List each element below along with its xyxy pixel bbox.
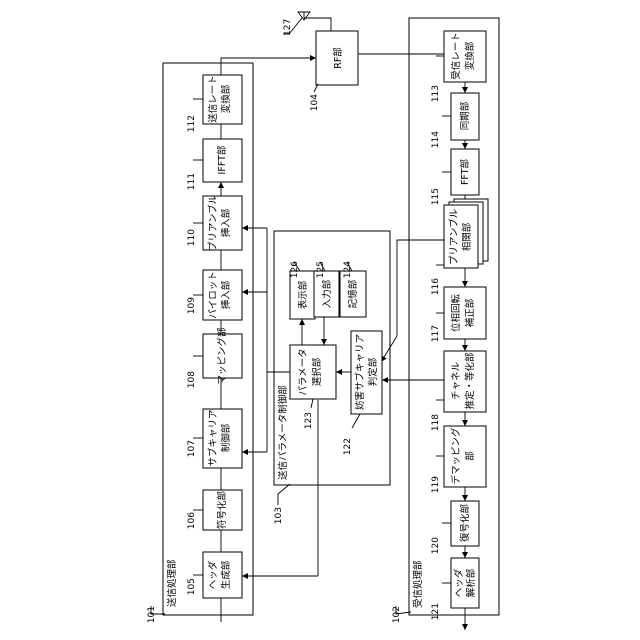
decoder-block: 復号化部 bbox=[451, 501, 479, 546]
header-analysis-label-1: ヘッダ bbox=[453, 568, 465, 597]
num-105: 105 bbox=[187, 578, 197, 595]
pilot-insertion-label-2: 挿入部 bbox=[220, 281, 232, 310]
rf-block: RF部 bbox=[316, 31, 358, 85]
interference-judge-label-1: 妨害サブキャリア bbox=[354, 334, 366, 410]
pilot-insertion-label-1: パイロット bbox=[208, 271, 219, 319]
tx-rate-converter-label-1: 送信レート bbox=[207, 75, 219, 123]
preamble-correlation-label-2: 相関部 bbox=[461, 223, 473, 252]
phase-rotation-label-1: 位相回転 bbox=[450, 294, 462, 333]
ifft-label: IFFT部 bbox=[216, 146, 228, 175]
demapping-block: デマッピング 部 bbox=[444, 426, 486, 487]
fft-label: FFT部 bbox=[459, 159, 471, 185]
num-104: 104 bbox=[310, 94, 320, 111]
storage-label: 記憶部 bbox=[347, 280, 359, 309]
num-115: 115 bbox=[431, 188, 441, 205]
mapping-label: マッピング部 bbox=[216, 327, 228, 384]
num-119: 119 bbox=[431, 476, 441, 493]
header-generator-label-1: ヘッダ bbox=[207, 560, 219, 589]
subcarrier-control-label-1: サブキャリア bbox=[207, 409, 219, 466]
ctrl-title: 送信パラメータ制御部 bbox=[277, 385, 289, 480]
fft-block: FFT部 bbox=[451, 149, 479, 195]
num-122: 122 bbox=[343, 438, 353, 455]
preamble-correlation-label-1: プリアンブル bbox=[448, 208, 460, 265]
demapping-label-2: 部 bbox=[464, 451, 476, 461]
reference-numerals: 101 102 103 104 127 105 106 107 108 109 … bbox=[147, 19, 451, 623]
interference-judge-label-2: 判定部 bbox=[367, 358, 379, 387]
num-107: 107 bbox=[187, 440, 197, 457]
sync-label: 同期部 bbox=[459, 102, 471, 131]
num-121: 121 bbox=[431, 603, 441, 620]
tx-rate-converter-block: 送信レート 変換部 bbox=[203, 75, 242, 124]
preamble-correlation-block: プリアンブル 相関部 bbox=[444, 199, 488, 268]
decoder-label: 復号化部 bbox=[459, 504, 471, 542]
ifft-block: IFFT部 bbox=[203, 139, 242, 182]
channel-estimation-block: チャネル 推定・等化部 bbox=[444, 351, 486, 412]
subcarrier-control-label-2: 制御部 bbox=[220, 424, 232, 453]
num-123: 123 bbox=[304, 412, 314, 429]
num-101: 101 bbox=[147, 606, 157, 623]
demapping-label-1: デマッピング bbox=[450, 427, 462, 485]
phase-rotation-block: 位相回転 補正部 bbox=[444, 287, 486, 339]
input-label: 入力部 bbox=[321, 280, 333, 309]
parameter-selector-block: パラメータ 選択部 bbox=[290, 345, 336, 399]
display-label: 表示部 bbox=[297, 281, 309, 310]
encoder-block: 符号化部 bbox=[203, 490, 242, 530]
header-analysis-block: ヘッダ 解析部 bbox=[451, 558, 479, 608]
header-generator-label-2: 生成部 bbox=[220, 561, 232, 590]
num-112: 112 bbox=[187, 115, 197, 132]
num-108: 108 bbox=[187, 371, 197, 388]
preamble-insertion-block: プリアンブル 挿入部 bbox=[203, 194, 242, 251]
preamble-insertion-label-1: プリアンブル bbox=[207, 194, 219, 251]
num-125: 125 bbox=[316, 261, 326, 278]
mapping-block: マッピング部 bbox=[203, 327, 242, 384]
num-120: 120 bbox=[431, 537, 441, 554]
num-111: 111 bbox=[187, 173, 197, 190]
num-127: 127 bbox=[283, 19, 293, 36]
num-114: 114 bbox=[431, 131, 441, 148]
num-106: 106 bbox=[187, 512, 197, 529]
num-103: 103 bbox=[274, 507, 284, 524]
num-126: 126 bbox=[290, 261, 300, 278]
tx-rate-converter-label-2: 変換部 bbox=[220, 85, 232, 114]
header-generator-block: ヘッダ 生成部 bbox=[203, 552, 242, 598]
num-110: 110 bbox=[187, 229, 197, 246]
subcarrier-control-block: サブキャリア 制御部 bbox=[203, 409, 242, 468]
preamble-insertion-label-2: 挿入部 bbox=[220, 209, 232, 238]
num-118: 118 bbox=[431, 414, 441, 431]
parameter-selector-label-1: パラメータ bbox=[298, 348, 309, 395]
encoder-label: 符号化部 bbox=[216, 491, 228, 529]
tx-title: 送信処理部 bbox=[166, 559, 178, 607]
channel-estimation-label-2: 推定・等化部 bbox=[464, 352, 476, 409]
num-116: 116 bbox=[431, 278, 441, 295]
sync-block: 同期部 bbox=[451, 93, 479, 140]
num-113: 113 bbox=[431, 85, 441, 102]
channel-estimation-label-1: チャネル bbox=[451, 362, 462, 400]
phase-rotation-label-2: 補正部 bbox=[464, 299, 476, 328]
num-117: 117 bbox=[431, 325, 441, 342]
rx-rate-converter-block: 受信レート 変換部 bbox=[444, 31, 486, 82]
num-109: 109 bbox=[187, 297, 197, 314]
num-102: 102 bbox=[392, 606, 402, 623]
parameter-selector-label-2: 選択部 bbox=[311, 358, 323, 387]
num-124: 124 bbox=[343, 261, 353, 278]
ctrl-wires bbox=[302, 317, 324, 345]
interference-judge-block: 妨害サブキャリア 判定部 bbox=[351, 331, 382, 414]
header-analysis-label-2: 解析部 bbox=[465, 569, 477, 598]
rf-label: RF部 bbox=[332, 47, 344, 69]
rx-rate-converter-label-2: 変換部 bbox=[464, 42, 476, 71]
rx-title: 受信処理部 bbox=[412, 560, 424, 608]
pilot-insertion-block: パイロット 挿入部 bbox=[203, 270, 242, 320]
rx-rate-converter-label-1: 受信レート bbox=[450, 32, 462, 80]
